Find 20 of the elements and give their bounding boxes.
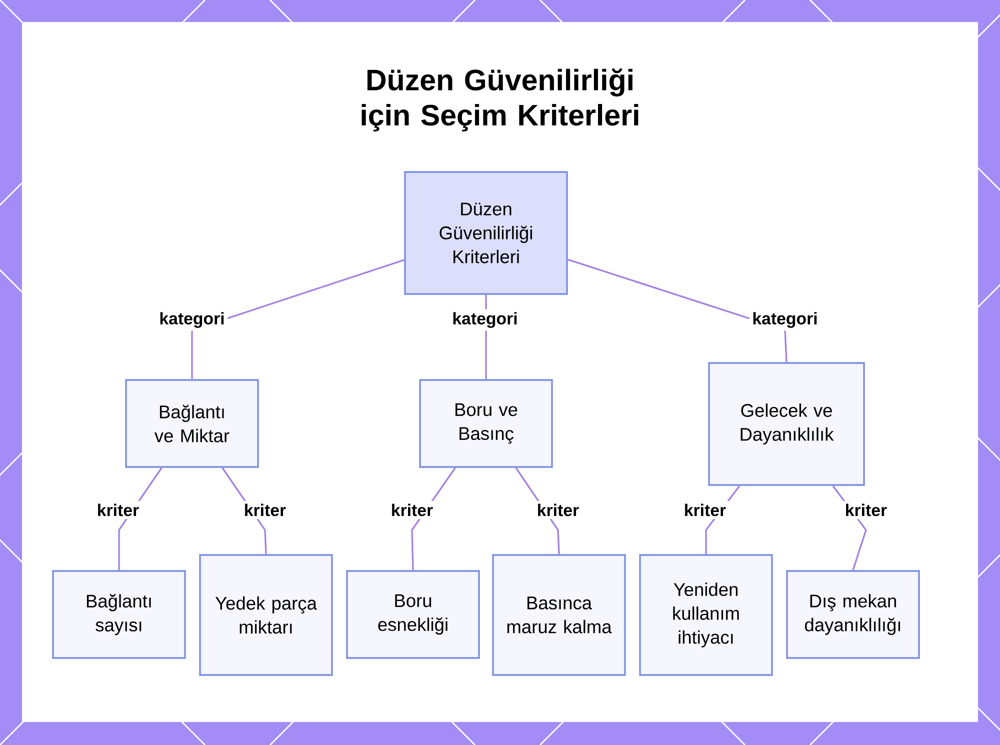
- category-box: Yeniden kullanım ihtiyacı: [639, 554, 773, 676]
- category-box: Basınca maruz kalma: [492, 554, 626, 676]
- edge-label: kategori: [749, 309, 821, 331]
- category-box: Gelecek ve Dayanıklılık: [708, 362, 865, 486]
- category-box: Bağlantı sayısı: [52, 570, 186, 659]
- category-box: Boru ve Basınç: [419, 379, 553, 468]
- edge-label: kategori: [449, 309, 521, 331]
- edge-label: kriter: [94, 500, 142, 519]
- root-box: Düzen Güvenilirliği Kriterleri: [404, 171, 568, 295]
- category-box: Yedek parça miktarı: [199, 554, 333, 676]
- edge-label: kriter: [241, 500, 289, 519]
- edge-label: kategori: [156, 309, 228, 331]
- edge-label: kriter: [388, 500, 436, 519]
- edge-label: kriter: [842, 500, 890, 519]
- category-box: Bağlantı ve Miktar: [125, 379, 259, 468]
- category-box: Boru esnekliği: [346, 570, 480, 659]
- title: Düzen Güvenilirliği için Seçim Kriterleri: [362, 68, 638, 132]
- category-box: Dış mekan dayanıklılığı: [786, 570, 920, 659]
- edge-label: kriter: [534, 500, 582, 519]
- edge-label: kriter: [681, 500, 729, 519]
